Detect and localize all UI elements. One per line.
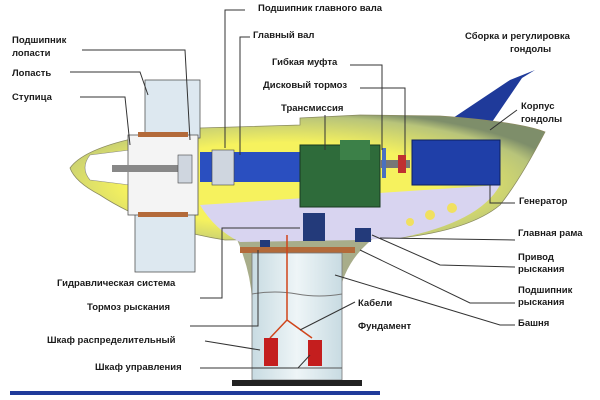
spinner [84, 149, 131, 186]
blade-top [144, 79, 201, 139]
control-cabinet [308, 340, 322, 366]
label-flex-coupling: Гибкая муфта [272, 57, 338, 68]
cables-line [269, 235, 313, 339]
label-foundation: Фундамент [358, 321, 411, 332]
label-blade: Лопасть [12, 68, 51, 79]
label-cables: Кабели [358, 298, 392, 309]
generator [411, 139, 501, 186]
label-tower: Башня [518, 318, 549, 329]
label-yaw-drive-line2: рыскания [518, 264, 564, 275]
label-yaw-bearing-line2: рыскания [518, 297, 564, 308]
label-yaw-bearing-line1: Подшипник [518, 285, 573, 296]
ground [10, 391, 380, 395]
label-hydraulic-system: Гидравлическая система [57, 278, 176, 289]
distribution-cabinet [264, 338, 278, 366]
label-control-cabinet: Шкаф управления [95, 362, 182, 373]
tower-base [232, 380, 362, 386]
label-yaw-brake: Тормоз рыскания [87, 302, 170, 313]
label-nacelle-assembly-line1: Сборка и регулировка [465, 31, 571, 42]
label-distribution-cabinet: Шкаф распределительный [47, 335, 176, 346]
label-disc-brake: Дисковый тормоз [263, 80, 347, 91]
label-main-frame: Главная рама [518, 228, 583, 239]
label-main-shaft: Главный вал [253, 30, 314, 41]
label-nacelle-cover-line2: гондолы [521, 114, 562, 125]
label-nacelle-cover-line1: Корпус [521, 101, 554, 112]
label-blade-bearing-line2: лопасти [12, 48, 51, 59]
label-transmission: Трансмиссия [281, 103, 343, 114]
label-blade-bearing-line1: Подшипник [12, 35, 67, 46]
label-hub: Ступица [12, 92, 53, 103]
nacelle-fin [450, 70, 535, 125]
label-nacelle-assembly-line2: гондолы [510, 44, 551, 55]
label-main-shaft-bearing: Подшипник главного вала [258, 3, 383, 14]
label-yaw-drive-line1: Привод [518, 252, 554, 263]
blade-bottom [134, 213, 196, 273]
label-generator: Генератор [519, 196, 568, 207]
yaw-bearing [240, 247, 355, 253]
